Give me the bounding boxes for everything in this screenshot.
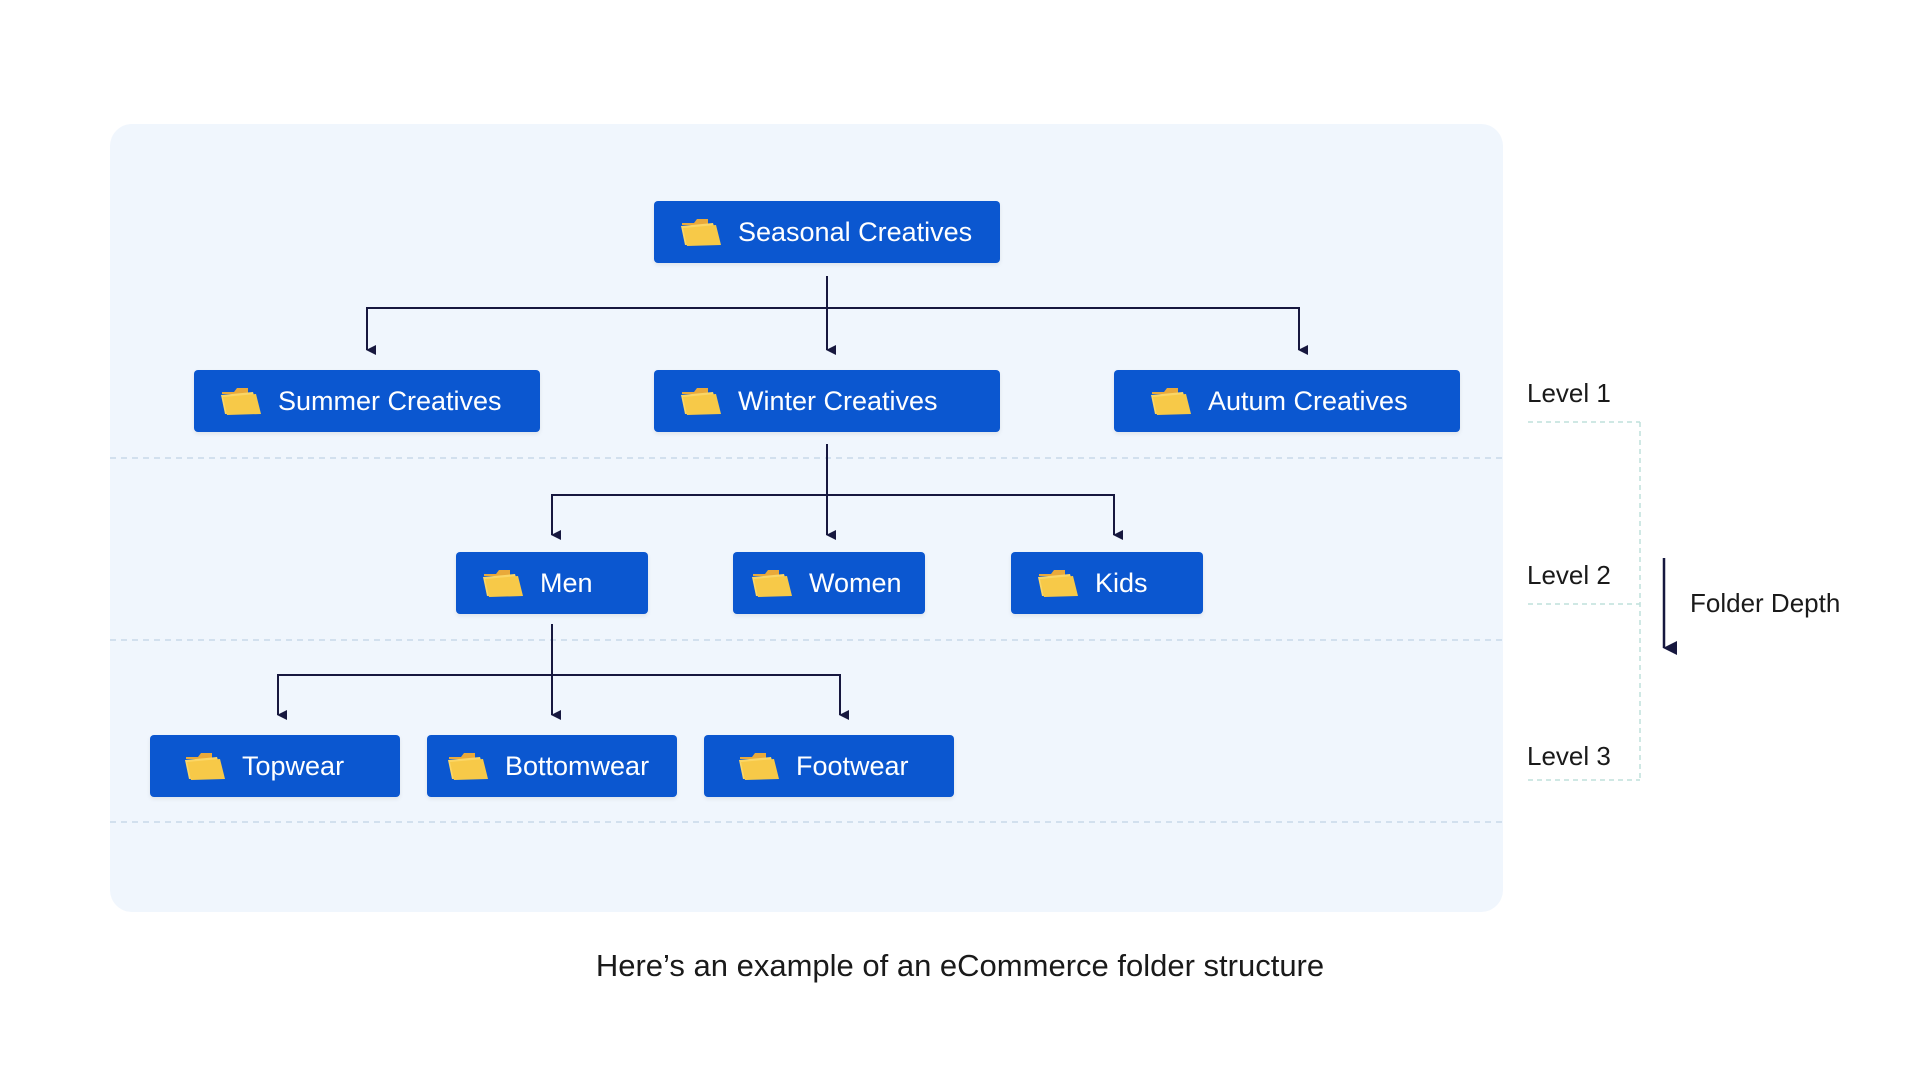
folder-label: Topwear — [242, 750, 345, 781]
level-label-3: Level 3 — [1527, 741, 1611, 771]
folder-node-summer[interactable]: Summer Creatives — [194, 370, 540, 432]
folder-icon — [681, 388, 721, 415]
folder-depth-label: Folder Depth — [1690, 588, 1841, 618]
folder-label: Autum Creatives — [1208, 385, 1408, 416]
folder-label: Bottomwear — [505, 750, 650, 781]
level-bracket — [1528, 421, 1641, 781]
folder-label: Summer Creatives — [278, 385, 502, 416]
folder-node-autumn[interactable]: Autum Creatives — [1114, 370, 1460, 432]
folder-node-bottomwear[interactable]: Bottomwear — [427, 735, 677, 797]
folder-icon — [221, 388, 261, 415]
folder-label: Winter Creatives — [738, 385, 938, 416]
folder-node-women[interactable]: Women — [733, 552, 925, 614]
level-label-1: Level 1 — [1527, 378, 1611, 408]
folder-icon — [185, 753, 225, 780]
folder-node-winter[interactable]: Winter Creatives — [654, 370, 1000, 432]
folder-node-footwear[interactable]: Footwear — [704, 735, 954, 797]
folder-icon — [681, 219, 721, 246]
folder-label: Footwear — [796, 750, 909, 781]
connector-men-to-level3 — [277, 624, 849, 720]
folder-icon — [1151, 388, 1191, 415]
folder-node-kids[interactable]: Kids — [1011, 552, 1203, 614]
folder-icon — [483, 570, 523, 597]
folder-label: Kids — [1095, 567, 1148, 598]
folder-icon — [739, 753, 779, 780]
level-label-2: Level 2 — [1527, 560, 1611, 590]
connector-root-to-level1 — [366, 276, 1308, 355]
folder-node-topwear[interactable]: Topwear — [150, 735, 400, 797]
caption: Here’s an example of an eCommerce folder… — [595, 948, 1325, 983]
folder-node-root[interactable]: Seasonal Creatives — [654, 201, 1000, 263]
folder-node-men[interactable]: Men — [456, 552, 648, 614]
folder-icon — [752, 570, 792, 597]
folder-label: Seasonal Creatives — [738, 216, 973, 247]
folder-icon — [448, 753, 488, 780]
folder-label: Men — [540, 567, 593, 598]
folder-icon — [1038, 570, 1078, 597]
folder-label: Women — [809, 567, 902, 598]
connector-winter-to-level2 — [551, 444, 1123, 540]
